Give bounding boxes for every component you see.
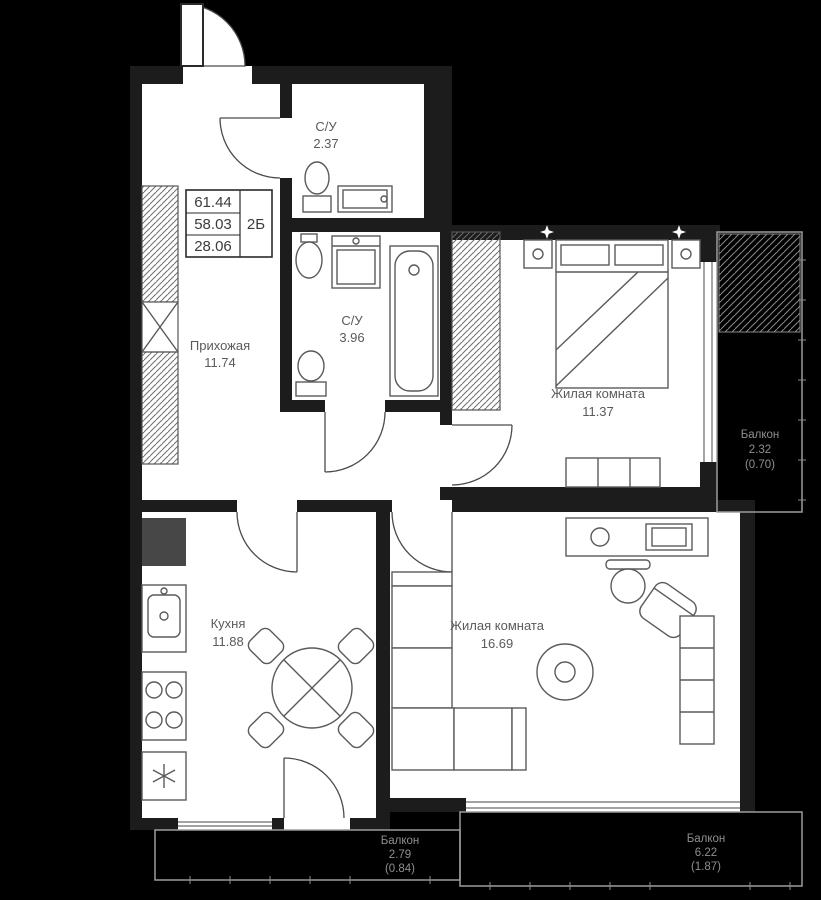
sconce-icon <box>540 225 554 239</box>
bathroom1-label: С/У <box>315 119 337 134</box>
bookshelf-icon <box>679 615 715 745</box>
doors <box>219 117 513 819</box>
round-table-icon <box>536 643 594 701</box>
kitchen-label: Кухня <box>211 616 246 631</box>
windows <box>178 262 740 830</box>
dining-table-icon <box>247 627 375 749</box>
desk-icon <box>565 517 709 557</box>
shaft-box <box>141 301 179 353</box>
area-info-box: 61.44 58.03 28.06 2Б <box>185 189 273 258</box>
bathroom1-door <box>219 117 281 179</box>
bedroom-balcony-window <box>700 262 717 462</box>
balcony-right <box>716 231 806 513</box>
balcony-bl-label: Балкон <box>381 835 420 847</box>
balconies <box>154 231 806 890</box>
washer-icon <box>337 185 393 213</box>
balcony-br-label: Балкон <box>687 833 726 845</box>
freezer-icon <box>141 751 187 801</box>
bathroom1-area: 2.37 <box>313 136 338 151</box>
kitchen-area: 11.88 <box>212 634 244 649</box>
hallway-area: 11.74 <box>204 355 236 370</box>
sink-icon <box>295 233 323 279</box>
bathroom2-fixtures <box>295 233 439 397</box>
living-door <box>391 511 453 573</box>
railing-ticks <box>189 876 431 884</box>
kitchen-furniture <box>141 518 375 801</box>
nightstand-icon <box>523 239 553 269</box>
balcony-bl-area: 2.79 <box>389 849 411 861</box>
desk-chair-icon <box>605 559 651 604</box>
bed-icon <box>555 239 669 389</box>
room-labels: С/У 2.37 С/У 3.96 Прихожая 11.74 Жилая к… <box>190 119 646 651</box>
living-area-value: 58.03 <box>194 216 232 233</box>
sofa-icon <box>391 571 527 771</box>
kitchen-balcony-door <box>283 757 345 819</box>
walls <box>130 66 755 830</box>
flat-type-value: 2Б <box>247 216 265 233</box>
hallway-label: Прихожая <box>190 338 250 353</box>
bedroom-area: 11.37 <box>582 404 614 419</box>
railing-ticks <box>489 882 791 890</box>
nightstand-icon <box>671 239 701 269</box>
living-label: Жилая комната <box>450 618 545 633</box>
balcony-bottom-right <box>459 811 803 890</box>
kitchen-area-value: 28.06 <box>194 238 232 255</box>
stove-icon <box>141 671 187 741</box>
hallway-wardrobe-upper <box>141 185 179 303</box>
bathroom1-fixtures <box>302 161 393 213</box>
living-area: 16.69 <box>481 636 514 651</box>
bathroom2-label: С/У <box>341 313 363 328</box>
total-area-value: 61.44 <box>194 194 232 211</box>
dresser-icon <box>565 457 661 488</box>
living-balcony-window <box>466 798 740 812</box>
bedroom-door <box>451 424 513 486</box>
bathroom2-area: 3.96 <box>339 330 364 345</box>
toilet-icon <box>302 161 332 213</box>
bathtub-icon <box>389 245 439 397</box>
kitchen-sink-icon <box>141 584 187 653</box>
balcony-br-reduced: (1.87) <box>691 861 721 873</box>
washing-machine-icon <box>331 235 381 289</box>
railing-ticks <box>798 259 806 501</box>
bedroom-label: Жилая комната <box>551 386 646 401</box>
living-furniture <box>391 517 715 771</box>
balcony-br-area: 6.22 <box>695 847 717 859</box>
bathroom2-door <box>324 411 386 473</box>
bedroom-wardrobe <box>451 231 501 411</box>
bedroom-furniture <box>523 225 701 488</box>
sconce-icon <box>672 225 686 239</box>
balcony-bl-reduced: (0.84) <box>385 863 415 875</box>
entrance-door <box>180 3 246 67</box>
fridge-block <box>142 518 186 566</box>
hallway-wardrobe-lower <box>141 351 179 465</box>
balcony-right-area: 2.32 <box>749 444 771 456</box>
balcony-labels: Балкон 2.32 (0.70) Балкон 2.79 (0.84) Ба… <box>381 429 780 875</box>
balcony-right-label: Балкон <box>741 429 780 441</box>
balcony-right-reduced: (0.70) <box>745 459 775 471</box>
kitchen-door <box>236 511 298 573</box>
wardrobes <box>141 185 501 465</box>
kitchen-window <box>178 818 272 830</box>
toilet-icon <box>295 350 327 397</box>
